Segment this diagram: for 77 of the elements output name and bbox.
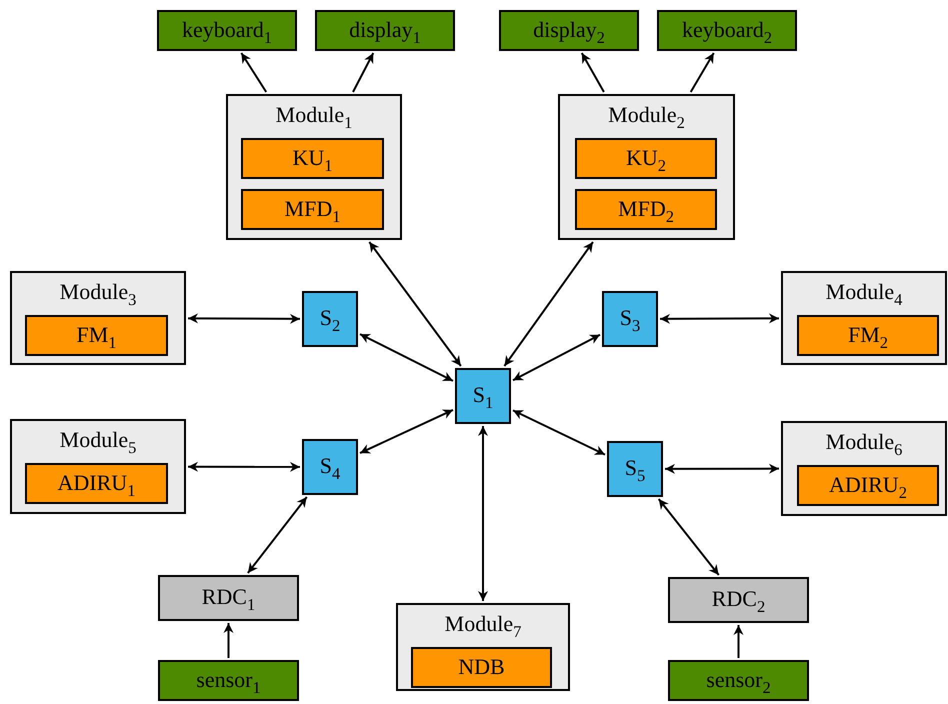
- node-title: Module$_{5}$: [58, 429, 138, 451]
- node-label: NDB: [457, 656, 506, 678]
- arrow: [665, 464, 779, 474]
- node-title: Module$_{6}$: [824, 431, 904, 453]
- arrow: [360, 333, 454, 382]
- arrow: [504, 241, 594, 367]
- node-label: KU$_{1}$: [291, 146, 334, 168]
- node-label: S$_{1}$: [472, 384, 494, 406]
- arrow: [658, 498, 720, 576]
- node-title: Module$_{2}$: [607, 104, 686, 126]
- node-label: keyboard$_{2}$: [680, 18, 774, 40]
- node-label: MFD$_{1}$: [284, 198, 342, 220]
- switch-box: [455, 368, 511, 424]
- switch-box: [302, 439, 358, 495]
- arrow: [734, 625, 744, 658]
- node-label: FM$_{2}$: [846, 324, 890, 346]
- switch-box: [302, 291, 358, 347]
- arrow: [224, 623, 234, 658]
- node-label: MFD$_{2}$: [617, 198, 675, 220]
- device-box: [157, 10, 297, 51]
- module-box: [781, 421, 947, 516]
- arrow: [188, 313, 300, 324]
- device-box: [499, 10, 639, 51]
- unit-box: [575, 138, 717, 179]
- node-label: sensor$_{2}$: [705, 668, 772, 690]
- device-box: [668, 660, 809, 701]
- module-box: [226, 94, 402, 240]
- arrow: [690, 52, 715, 92]
- node-label: S$_{3}$: [618, 307, 642, 329]
- rdc-box: [158, 575, 299, 621]
- node-label: RDC$_{1}$: [200, 586, 256, 608]
- node-label: ADIRU$_{2}$: [828, 474, 908, 496]
- arrow: [580, 52, 605, 92]
- node-label: ADIRU$_{1}$: [56, 472, 136, 494]
- arrow: [660, 313, 779, 324]
- node-title: Module$_{3}$: [58, 281, 138, 303]
- node-label: S$_{2}$: [318, 307, 342, 329]
- node-title: Module$_{4}$: [824, 281, 904, 303]
- node-label: S$_{5}$: [624, 457, 646, 479]
- node-label: S$_{4}$: [318, 455, 342, 477]
- node-label: RDC$_{2}$: [710, 588, 766, 610]
- device-box: [158, 660, 299, 701]
- unit-box: [411, 647, 552, 688]
- module-box: [781, 271, 947, 365]
- unit-box: [25, 463, 168, 504]
- arrow: [247, 496, 308, 574]
- unit-box: [797, 315, 939, 356]
- node-title: Module$_{1}$: [274, 104, 354, 126]
- arrow: [512, 334, 600, 382]
- arrow: [240, 52, 268, 93]
- module-box: [396, 603, 570, 691]
- unit-box: [797, 465, 939, 506]
- node-label: display$_{1}$: [348, 18, 422, 40]
- switch-box: [607, 441, 663, 497]
- device-box: [657, 10, 797, 51]
- arrow: [360, 409, 454, 454]
- module-box: [558, 94, 735, 240]
- switch-box: [602, 291, 658, 347]
- node-label: sensor$_{1}$: [195, 668, 262, 690]
- arrow: [352, 52, 374, 92]
- unit-box: [25, 315, 168, 356]
- node-label: display$_{2}$: [532, 18, 606, 40]
- node-label: KU$_{2}$: [624, 146, 668, 168]
- unit-box: [241, 138, 384, 179]
- unit-box: [241, 189, 384, 230]
- arrow: [188, 462, 300, 472]
- module-box: [10, 271, 186, 365]
- unit-box: [575, 189, 717, 230]
- arrow: [512, 410, 606, 456]
- node-title: Module$_{7}$: [444, 613, 522, 635]
- node-label: keyboard$_{1}$: [180, 18, 274, 40]
- node-label: FM$_{1}$: [75, 324, 118, 346]
- arrow: [368, 241, 462, 367]
- rdc-box: [668, 577, 809, 623]
- arrow: [478, 426, 488, 601]
- module-box: [10, 419, 186, 514]
- device-box: [315, 10, 455, 51]
